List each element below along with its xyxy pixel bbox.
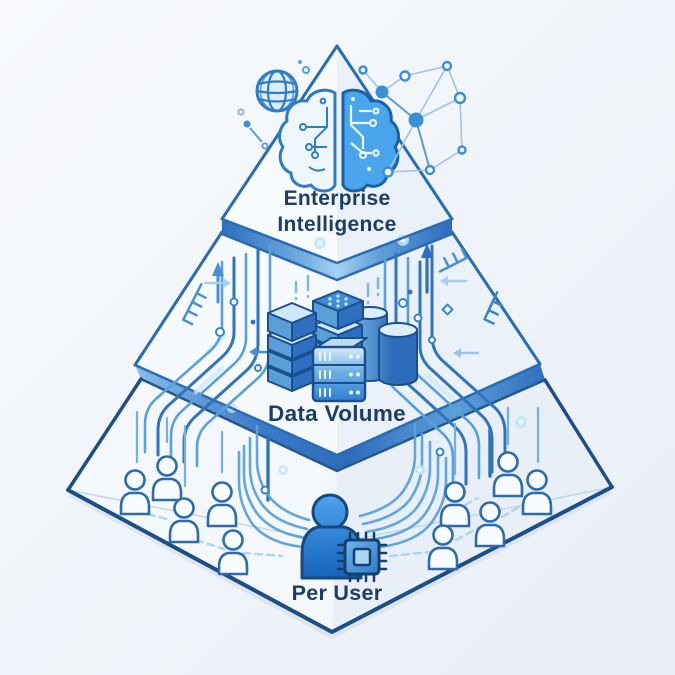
ai-brain-icon xyxy=(278,88,400,193)
user-icon xyxy=(427,524,459,571)
bottom-glow-dots xyxy=(260,447,445,495)
brain-left-circuits xyxy=(299,97,328,172)
globe-icon xyxy=(255,69,299,113)
data-stack-icon xyxy=(267,290,418,403)
sparkle-dots xyxy=(237,60,310,150)
user-icon xyxy=(206,481,238,528)
tier-label-data-volume: Data Volume xyxy=(268,401,406,426)
pyramid-outlines xyxy=(66,44,614,634)
user-icon xyxy=(119,469,151,516)
brain-right-hemisphere xyxy=(341,88,400,193)
brain-right-circuits xyxy=(349,97,380,171)
circuit-node-dots xyxy=(215,289,454,372)
user-icon xyxy=(168,497,200,544)
bevel-band-top xyxy=(222,219,452,280)
network-graph-icon xyxy=(358,60,467,178)
tier-label-per-user: Per User xyxy=(291,581,383,605)
server-rack-icon xyxy=(311,337,368,403)
primary-user-icon xyxy=(300,493,388,583)
user-icon xyxy=(217,529,249,576)
user-icon xyxy=(492,451,524,498)
dashed-link-lines xyxy=(146,496,524,558)
user-icon xyxy=(151,455,183,502)
user-group-icons xyxy=(119,451,553,576)
circuit-trace-lines-middle xyxy=(143,243,507,492)
cpu-chip-icon xyxy=(336,531,388,583)
brain-left-hemisphere xyxy=(278,88,337,193)
user-icon xyxy=(439,481,471,528)
circuit-trace-lines-bottom xyxy=(135,406,540,558)
chevron-flow-icons xyxy=(182,247,504,326)
up-arrow-icons xyxy=(203,243,480,358)
user-icon xyxy=(521,469,553,516)
user-icon xyxy=(474,501,506,548)
tier-label-enterprise-intelligence: Enterprise Intelligence xyxy=(277,187,397,236)
pyramid-soft-shadow xyxy=(68,488,612,640)
